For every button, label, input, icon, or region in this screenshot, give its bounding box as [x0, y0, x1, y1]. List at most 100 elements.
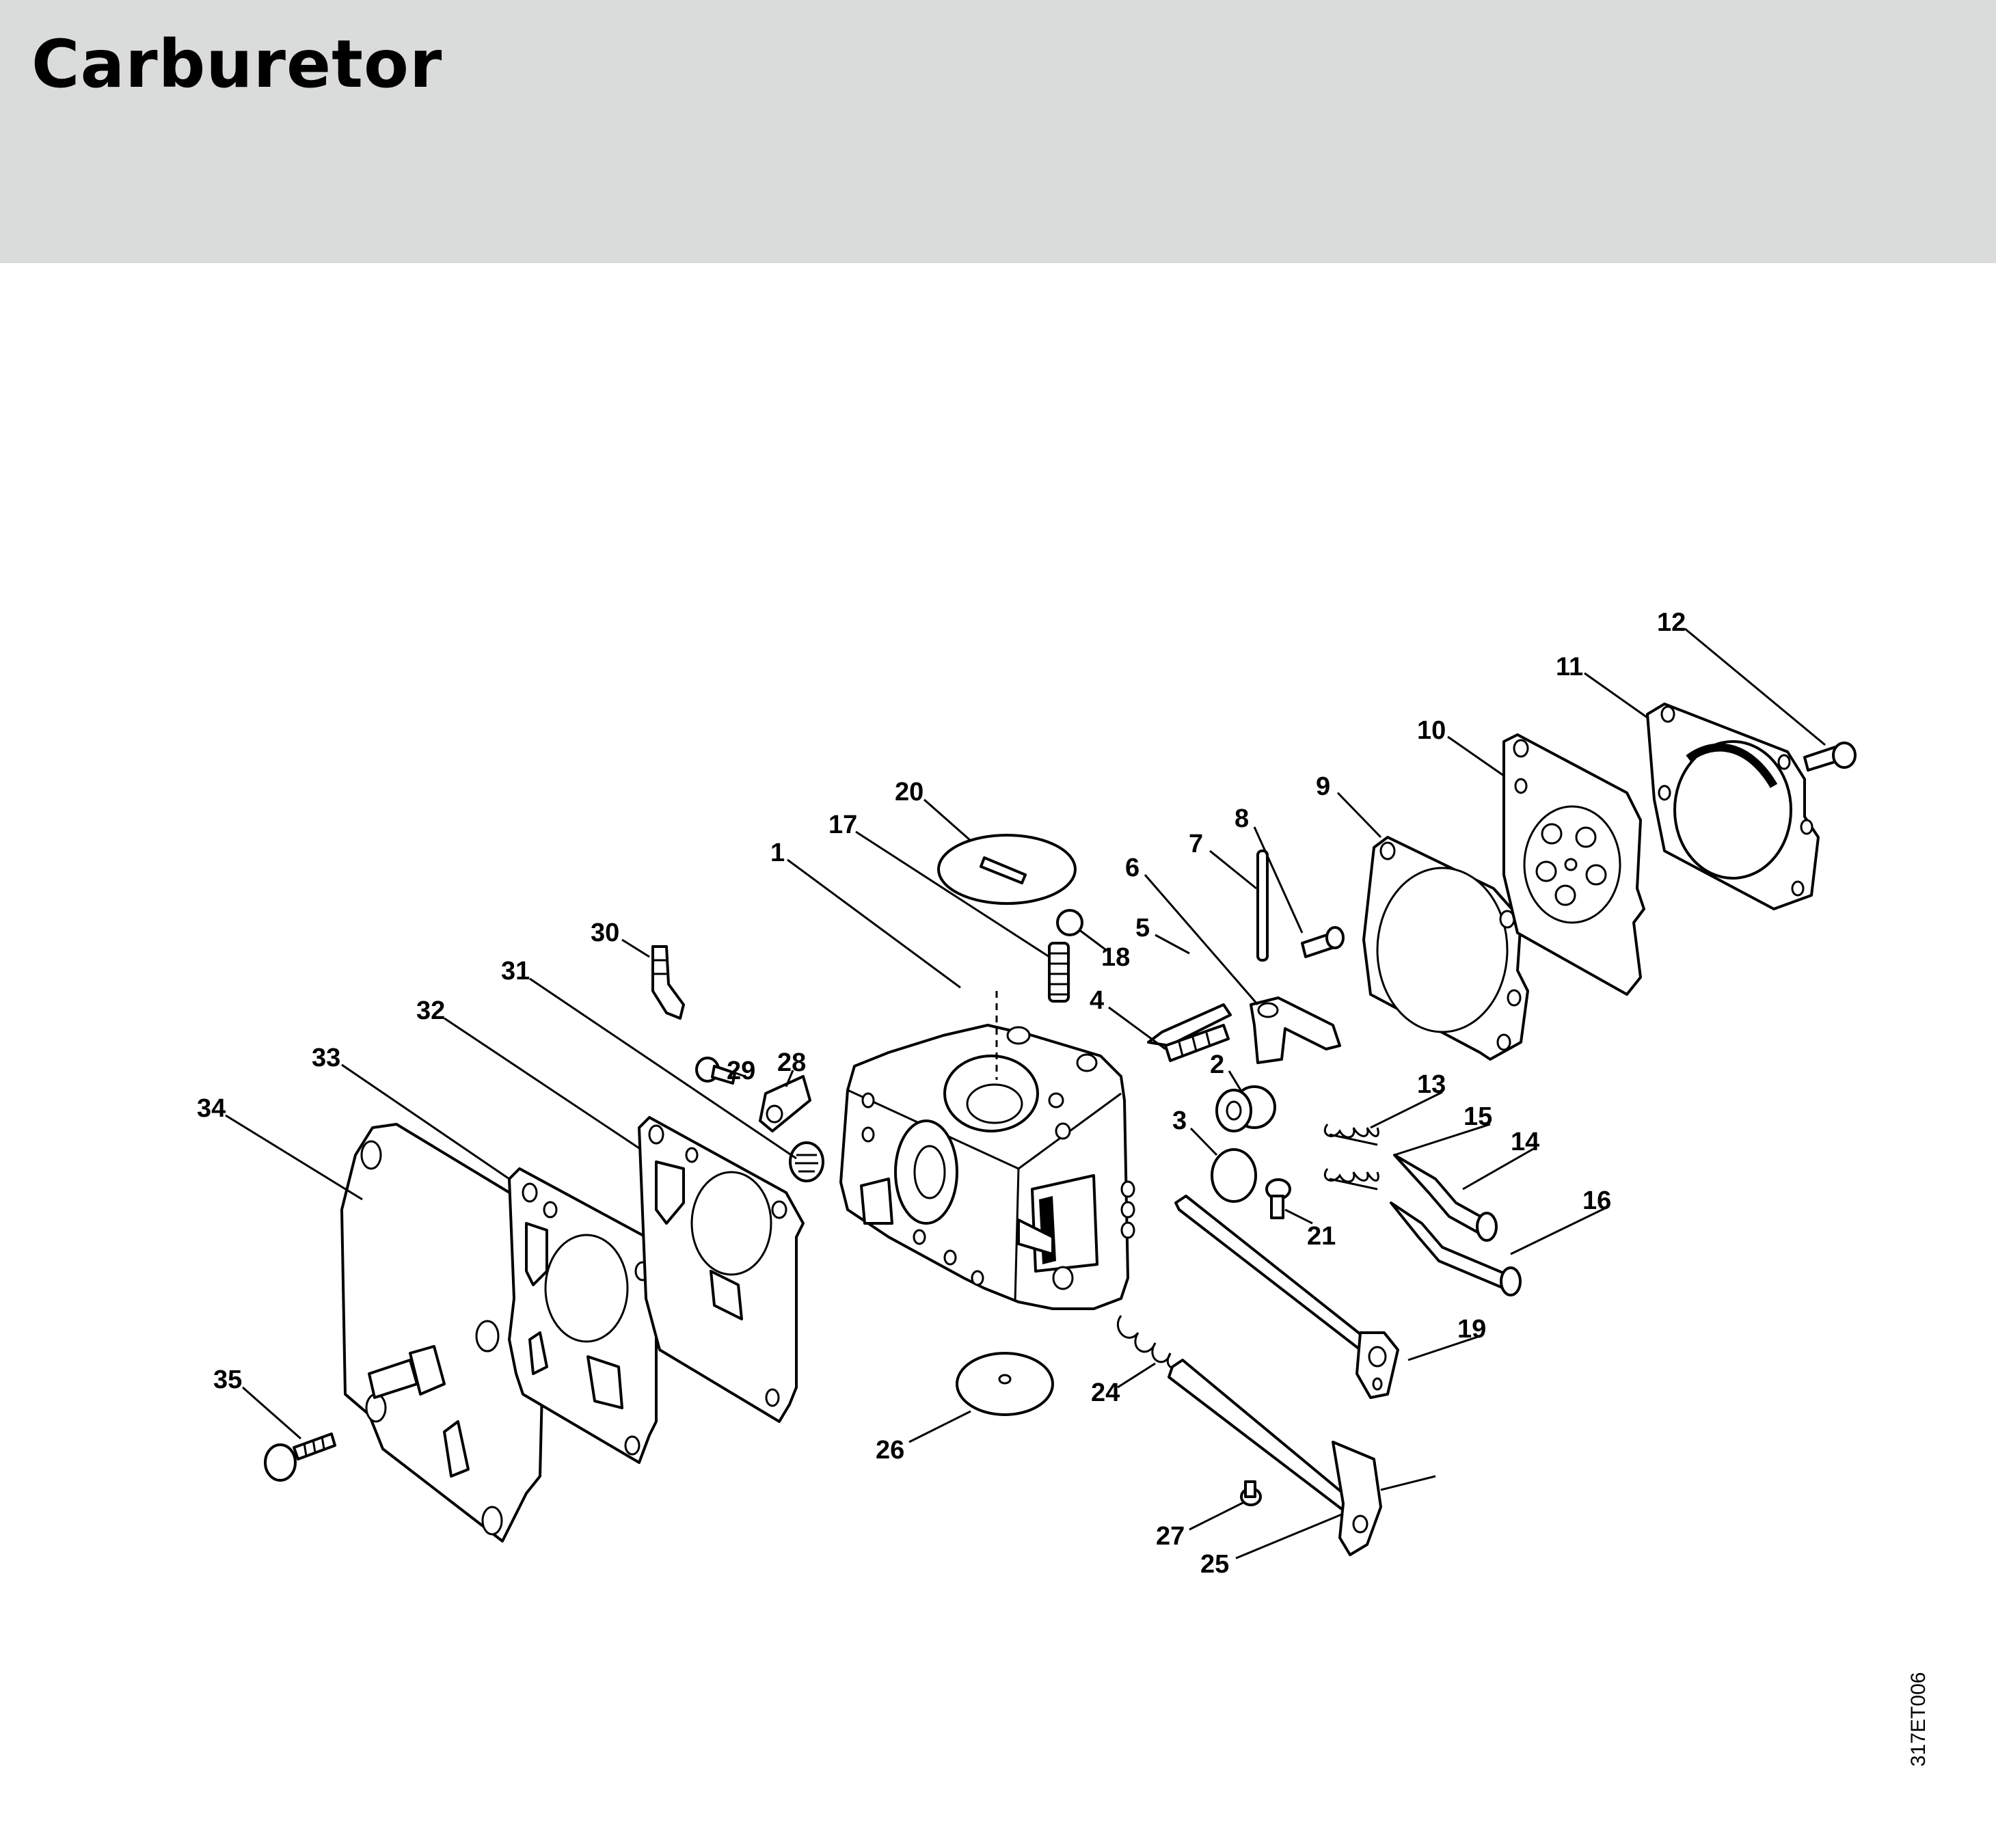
part-20-choke-shutter — [937, 834, 1077, 905]
leader-7 — [1209, 850, 1257, 890]
label-27: 27 — [1156, 1522, 1185, 1551]
label-26: 26 — [876, 1436, 904, 1465]
leader-25 — [1235, 1512, 1344, 1560]
part-2-fitting — [1215, 1085, 1276, 1132]
part-32-pump-diaphragm — [638, 1116, 805, 1423]
part-16-low-speed-adjusting-screw — [1390, 1201, 1522, 1296]
part-18-ball — [1056, 909, 1083, 936]
leader-21 — [1284, 1208, 1313, 1225]
label-13: 13 — [1417, 1070, 1446, 1099]
part-35-screw — [264, 1432, 336, 1482]
part-7-pin — [1256, 850, 1269, 962]
leader-13 — [1370, 1091, 1443, 1129]
label-31: 31 — [501, 957, 530, 986]
part-12-screw — [1803, 742, 1857, 772]
part-8-screw — [1301, 926, 1345, 958]
leader-18 — [1078, 928, 1107, 951]
part-9-gasket — [1362, 836, 1529, 1061]
label-33: 33 — [312, 1044, 340, 1072]
part-26-throttle-shutter — [956, 1352, 1054, 1416]
label-17: 17 — [828, 811, 857, 839]
part-14-high-speed-adjusting-screw — [1393, 1154, 1498, 1242]
label-2: 2 — [1210, 1050, 1224, 1079]
part-1-carburetor-body — [839, 991, 1135, 1310]
label-18: 18 — [1101, 943, 1130, 972]
label-6: 6 — [1125, 854, 1139, 882]
part-15-spring — [1323, 1168, 1379, 1191]
part-33-gasket — [508, 1167, 664, 1464]
label-16: 16 — [1582, 1186, 1611, 1215]
leader-11 — [1584, 672, 1648, 719]
label-32: 32 — [416, 996, 445, 1025]
leader-29 — [716, 1065, 746, 1078]
leader-5 — [1155, 934, 1190, 955]
leader-31 — [529, 977, 797, 1160]
leader-28 — [785, 1070, 794, 1087]
label-29: 29 — [727, 1057, 755, 1085]
label-14: 14 — [1511, 1128, 1539, 1156]
leader-30 — [621, 938, 650, 958]
leader-14 — [1462, 1147, 1535, 1191]
label-28: 28 — [777, 1048, 806, 1077]
part-21-screw — [1265, 1178, 1291, 1219]
leader-2 — [1228, 1070, 1242, 1091]
label-3: 3 — [1172, 1106, 1187, 1135]
label-7: 7 — [1189, 830, 1203, 858]
label-25: 25 — [1200, 1550, 1229, 1579]
page-title: Carburetor — [31, 26, 443, 103]
leader-24 — [1117, 1362, 1156, 1389]
label-1: 1 — [770, 839, 785, 867]
label-9: 9 — [1316, 772, 1330, 801]
label-12: 12 — [1657, 608, 1686, 637]
leader-3 — [1189, 1127, 1218, 1156]
leader-8 — [1253, 826, 1304, 934]
part-28-clip — [759, 1075, 811, 1132]
leader-12 — [1684, 627, 1826, 746]
part-31-strainer — [789, 1141, 824, 1182]
label-19: 19 — [1457, 1315, 1486, 1344]
header-band: Carburetor — [0, 0, 1996, 263]
label-10: 10 — [1417, 716, 1446, 745]
leader-27 — [1189, 1501, 1245, 1531]
part-11-cover — [1646, 703, 1820, 910]
label-4: 4 — [1090, 986, 1104, 1015]
part-4-spring — [1164, 1024, 1230, 1062]
label-5: 5 — [1135, 914, 1150, 942]
leader-16 — [1510, 1206, 1607, 1255]
part-27-screw — [1240, 1480, 1262, 1506]
leader-32 — [444, 1017, 640, 1150]
label-21: 21 — [1307, 1222, 1336, 1251]
label-35: 35 — [213, 1365, 242, 1394]
part-24-torsion-spring — [1116, 1315, 1184, 1370]
leader-1 — [787, 858, 961, 989]
leader-6 — [1144, 874, 1259, 1005]
leader-9 — [1336, 791, 1382, 839]
label-20: 20 — [895, 778, 923, 806]
label-8: 8 — [1235, 804, 1249, 833]
leader-33 — [341, 1063, 510, 1180]
leader-26 — [908, 1410, 971, 1443]
label-34: 34 — [197, 1094, 226, 1123]
leader-4 — [1108, 1006, 1166, 1050]
part-34-end-cover — [340, 1123, 545, 1543]
part-3-plug — [1211, 1148, 1257, 1203]
leader-35 — [242, 1386, 301, 1440]
leader-15 — [1394, 1123, 1491, 1156]
label-24: 24 — [1091, 1378, 1120, 1407]
part-13-spring — [1323, 1124, 1379, 1146]
label-15: 15 — [1464, 1102, 1492, 1131]
part-30-elbow-connector — [651, 945, 685, 1020]
part-10-metering-diaphragm — [1502, 733, 1645, 996]
part-labels: 1 2 3 4 5 6 7 8 9 10 11 12 13 14 15 16 1… — [197, 608, 1686, 1579]
part-17-spring — [1048, 942, 1070, 1003]
leader-34 — [225, 1114, 363, 1201]
part-25-throttle-shaft — [1168, 1359, 1436, 1556]
label-30: 30 — [591, 919, 619, 947]
leader-17 — [855, 830, 1050, 958]
part-6-inlet-control-lever — [1250, 996, 1341, 1064]
drawing-code: 317ET006 — [1907, 1672, 1930, 1767]
leader-19 — [1407, 1335, 1481, 1361]
leader-20 — [923, 798, 971, 842]
part-19-choke-shaft — [1174, 1195, 1399, 1399]
